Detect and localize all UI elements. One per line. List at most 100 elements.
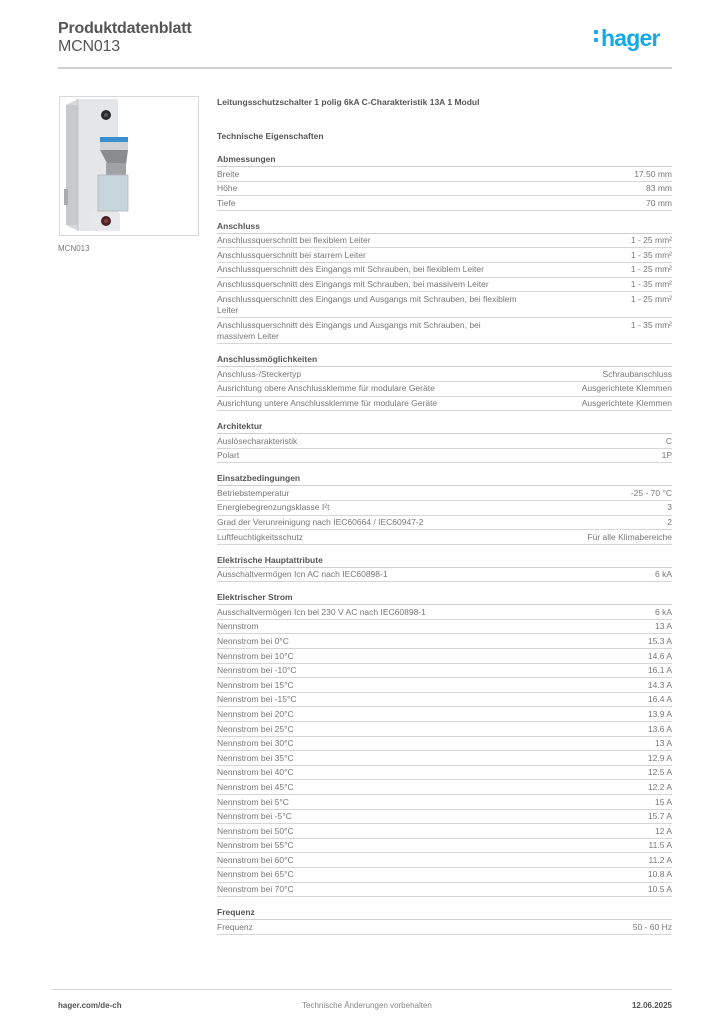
- row-value: 83 mm: [646, 183, 672, 194]
- table-row: Ausrichtung untere Anschlussklemme für m…: [217, 397, 672, 412]
- row-label: Ausschaltvermögen Icn AC nach IEC60898-1: [217, 569, 388, 580]
- row-value: 12.9 A: [647, 752, 672, 763]
- hager-logo: hager: [594, 26, 660, 50]
- row-value: 14.6 A: [647, 650, 672, 661]
- row-label: Breite: [217, 168, 240, 179]
- datasheet-content: Leitungsschutzschalter 1 polig 6kA C-Cha…: [217, 96, 672, 935]
- row-label: Anschlussquerschnitt des Eingangs mit Sc…: [217, 264, 484, 275]
- row-value: 13.6 A: [647, 723, 672, 734]
- row-value: 14.3 A: [647, 679, 672, 690]
- section-title: Architektur: [217, 421, 672, 435]
- row-value: 6 kA: [654, 606, 672, 617]
- row-label: Tiefe: [217, 197, 236, 208]
- row-value: Schraubanschluss: [602, 368, 672, 379]
- row-label: Nennstrom bei 20°C: [217, 708, 294, 719]
- row-label: Nennstrom bei 45°C: [217, 781, 294, 792]
- table-row: Auslösecharakteristik C: [217, 434, 672, 449]
- row-label: Nennstrom bei 65°C: [217, 869, 294, 880]
- row-value: Für alle Klimabereiche: [587, 531, 672, 542]
- row-value: 1 - 35 mm²: [630, 279, 672, 290]
- row-value: 1 - 25 mm²: [630, 264, 672, 275]
- section-title: Elektrische Hauptattribute: [217, 555, 672, 568]
- row-value: 15.7 A: [647, 811, 672, 822]
- section-anschlussmoeglichkeiten: Anschlussmöglichkeiten Anschluss-/Stecke…: [217, 354, 672, 412]
- section-title: Elektrischer Strom: [217, 592, 672, 606]
- row-label: Ausschaltvermögen Icn bei 230 V AC nach …: [217, 606, 426, 617]
- table-row: Ausschaltvermögen Icn bei 230 V AC nach …: [217, 605, 672, 620]
- page-title: Produktdatenblatt: [58, 20, 192, 37]
- row-value: 1 - 25 mm²: [630, 293, 672, 304]
- section-title: Einsatzbedingungen: [217, 473, 672, 487]
- row-label: Nennstrom bei 0°C: [217, 635, 289, 646]
- circuit-breaker-icon: [64, 99, 129, 231]
- row-label: Anschlussquerschnitt des Eingangs und Au…: [217, 319, 481, 342]
- table-row: Tiefe 70 mm: [217, 196, 672, 211]
- row-label: Höhe: [217, 183, 238, 194]
- section-anschluss: Anschluss Anschlussquerschnitt bei flexi…: [217, 221, 672, 345]
- row-value: 16.1 A: [647, 665, 672, 676]
- footer-notice: Technische Änderungen vorbehalten: [302, 1001, 432, 1010]
- table-row: Anschlussquerschnitt des Eingangs mit Sc…: [217, 263, 672, 278]
- header-divider: [58, 67, 672, 69]
- row-value: 10.8 A: [647, 869, 672, 880]
- product-code: MCN013: [58, 38, 120, 55]
- footer-website-link[interactable]: hager.com/de-ch: [58, 1001, 122, 1010]
- section-elektrische-hauptattribute: Elektrische Hauptattribute Ausschaltverm…: [217, 555, 672, 583]
- row-value: Ausgerichtete Klemmen: [581, 398, 672, 409]
- row-label: Auslösecharakteristik: [217, 435, 298, 446]
- row-value: 11.5 A: [648, 840, 672, 851]
- logo-colon-icon: [594, 26, 599, 46]
- row-label: Luftfeuchtigkeitsschutz: [217, 531, 303, 542]
- row-label: Nennstrom bei 70°C: [217, 884, 294, 895]
- row-value: 3: [667, 502, 672, 513]
- section-architektur: Architektur Auslösecharakteristik C Polar…: [217, 421, 672, 464]
- table-row: Höhe 83 mm: [217, 182, 672, 197]
- table-row: Ausrichtung obere Anschlussklemme für mo…: [217, 382, 672, 397]
- technical-properties-heading: Technische Eigenschaften: [217, 131, 324, 141]
- row-value: 1 - 35 mm²: [630, 249, 672, 260]
- row-label: Nennstrom bei 50°C: [217, 825, 294, 836]
- product-image: [59, 96, 199, 236]
- row-label: Energiebegrenzungsklasse I²t: [217, 502, 330, 513]
- row-value: 12 A: [654, 825, 672, 836]
- section-title: Frequenz: [217, 907, 672, 921]
- table-row: Nennstrom bei 65°C 10.8 A: [217, 868, 672, 883]
- row-value: 50 - 60 Hz: [632, 921, 672, 932]
- section-title: Abmessungen: [217, 154, 672, 167]
- row-label: Polart: [217, 450, 240, 461]
- row-label: Nennstrom bei 25°C: [217, 723, 294, 734]
- row-label: Anschlussquerschnitt des Eingangs mit Sc…: [217, 279, 489, 290]
- row-label: Anschlussquerschnitt bei starrem Leiter: [217, 249, 366, 260]
- table-row: Nennstrom bei 25°C 13.6 A: [217, 722, 672, 737]
- table-row: Ausschaltvermögen Icn AC nach IEC60898-1…: [217, 568, 672, 583]
- footer-date: 12.06.2025: [631, 1001, 672, 1010]
- table-row: Anschlussquerschnitt des Eingangs und Au…: [217, 318, 672, 345]
- row-value: -25 - 70 °C: [630, 487, 672, 498]
- row-label: Ausrichtung obere Anschlussklemme für mo…: [217, 383, 435, 394]
- row-label: Nennstrom bei 5°C: [217, 796, 289, 807]
- row-value: 12.5 A: [647, 767, 672, 778]
- row-label: Anschlussquerschnitt bei flexiblem Leite…: [217, 235, 371, 246]
- row-value: C: [665, 435, 672, 446]
- row-label: Nennstrom bei 55°C: [217, 840, 294, 851]
- row-value: 13 A: [654, 738, 672, 749]
- section-einsatzbedingungen: Einsatzbedingungen Betriebstemperatur-25…: [217, 473, 672, 545]
- row-value: 70 mm: [646, 197, 672, 208]
- table-row: Luftfeuchtigkeitsschutz Für alle Klimaber…: [217, 530, 672, 545]
